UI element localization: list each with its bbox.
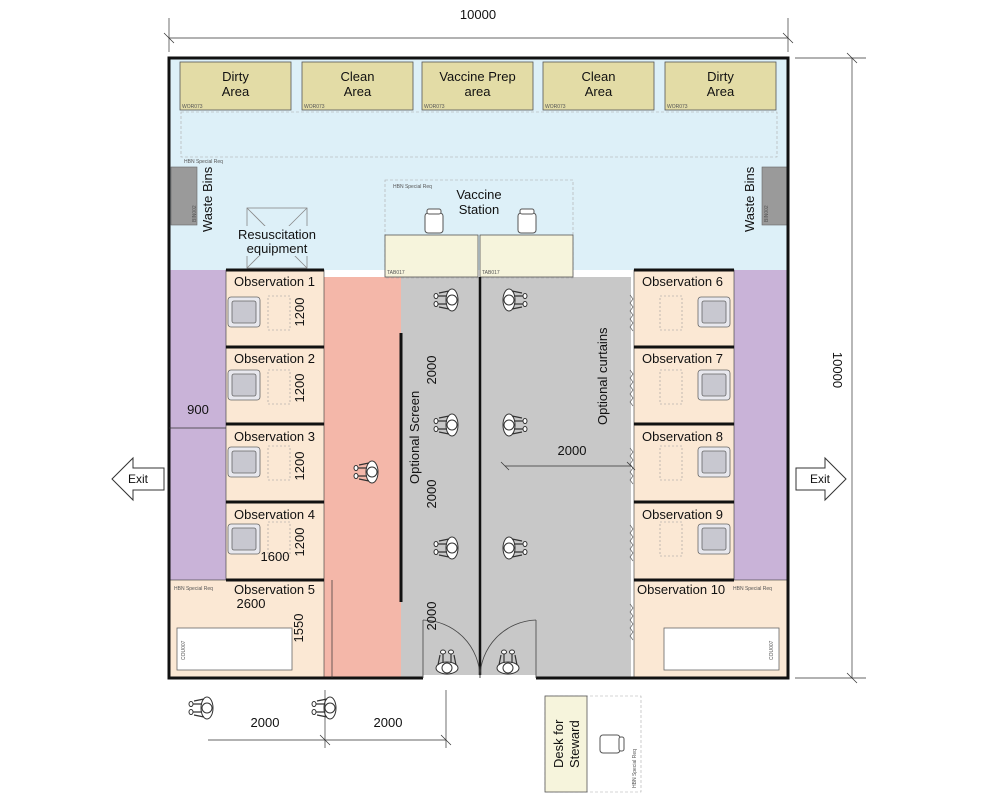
dim-obs-depth-3: 1200	[292, 452, 307, 481]
svg-text:Station: Station	[459, 202, 499, 217]
svg-text:Observation 5: Observation 5	[234, 582, 315, 597]
dim-outside-2: 2000	[374, 715, 403, 730]
svg-text:Steward: Steward	[567, 720, 582, 768]
observation-couches	[227, 296, 731, 555]
dim-obs-width: 1600	[261, 549, 290, 564]
svg-text:Observation 9: Observation 9	[642, 507, 723, 522]
hbn-zone-outline	[180, 111, 778, 158]
waste-bins-left-label: Waste Bins	[200, 166, 215, 232]
bench-label-line1: Vaccine Prep	[439, 69, 515, 84]
svg-text:HBN Special Req: HBN Special Req	[632, 749, 638, 788]
bench-label-line1: Dirty	[707, 69, 734, 84]
vaccine-station: HBN Special Req Vaccine Station TAB017 T…	[384, 179, 574, 279]
bench-label-line2: Area	[344, 84, 372, 99]
svg-text:Observation 8: Observation 8	[642, 429, 723, 444]
dim-overall-width: 10000	[460, 7, 496, 22]
hbn-label-obs5: HBN Special Req	[174, 586, 213, 592]
dim-screen-3: 2000	[424, 602, 439, 631]
bin-code-left: BIN002	[192, 205, 198, 222]
bed-observation-5	[176, 627, 293, 671]
corridor-left	[401, 277, 479, 678]
svg-text:equipment: equipment	[247, 241, 308, 256]
dim-obs5-width: 2600	[237, 596, 266, 611]
waste-bins-right-label: Waste Bins	[742, 166, 757, 232]
observation-partitions	[226, 268, 734, 582]
bench-label-line1: Clean	[582, 69, 616, 84]
exit-left: Exit	[111, 456, 165, 502]
entry-doors	[422, 619, 537, 679]
bench-code: WOR073	[424, 104, 445, 110]
bench-code: WOR073	[667, 104, 688, 110]
bench-label-line1: Dirty	[222, 69, 249, 84]
left-side-strip	[169, 270, 226, 580]
observation-titles: Observation 1 Observation 2 Observation …	[234, 274, 725, 597]
dim-obs-depth-2: 1200	[292, 374, 307, 403]
svg-text:TAB017: TAB017	[482, 270, 500, 276]
corridor-right	[481, 277, 631, 678]
entry-door-gap	[423, 675, 536, 681]
waste-bins-right-box	[761, 166, 789, 226]
optional-screen-label: Optional Screen	[407, 391, 422, 484]
bench-code: WOR073	[545, 104, 566, 110]
svg-text:Observation 6: Observation 6	[642, 274, 723, 289]
bench-code: WOR073	[304, 104, 325, 110]
svg-text:Vaccine: Vaccine	[456, 187, 501, 202]
svg-text:Resuscitation: Resuscitation	[238, 227, 316, 242]
bench-label-line1: Clean	[341, 69, 375, 84]
walkway-red	[324, 277, 401, 678]
svg-text:Desk for: Desk for	[551, 719, 566, 768]
hbn-label-top: HBN Special Req	[184, 159, 223, 165]
svg-text:Observation 2: Observation 2	[234, 351, 315, 366]
bed-observation-10	[663, 627, 780, 671]
svg-text:Observation 3: Observation 3	[234, 429, 315, 444]
dimension-labels: 10000 10000 900 2000 2000 2000 2000 1200…	[187, 7, 845, 730]
bin-code-right: BIN002	[764, 205, 770, 222]
bed-5-code: COU007	[181, 640, 187, 660]
right-side-strip	[734, 270, 788, 580]
dim-screen-1: 2000	[424, 356, 439, 385]
svg-text:Observation 7: Observation 7	[642, 351, 723, 366]
dim-side-margin: 900	[187, 402, 209, 417]
exit-right: Exit	[795, 456, 847, 502]
waste-bins-left-box	[170, 166, 198, 226]
svg-text:Exit: Exit	[810, 472, 831, 486]
svg-text:TAB017: TAB017	[387, 270, 405, 276]
svg-text:Exit: Exit	[128, 472, 149, 486]
svg-text:HBN Special Req: HBN Special Req	[393, 184, 432, 190]
dim-outside-1: 2000	[251, 715, 280, 730]
bed-10-code: COU007	[769, 640, 775, 660]
dim-overall-height: 10000	[830, 352, 845, 388]
dimension-lines	[163, 18, 866, 748]
dim-corridor-width: 2000	[558, 443, 587, 458]
bench-code: WOR073	[182, 104, 203, 110]
bench-label-line2: Area	[707, 84, 735, 99]
dim-obs5-depth: 1550	[291, 614, 306, 643]
bench-label-line2: Area	[222, 84, 250, 99]
steward-desk: Desk for Steward HBN Special Req	[544, 695, 642, 793]
dim-obs-depth-1: 1200	[292, 298, 307, 327]
bench-label-line2: area	[464, 84, 491, 99]
svg-text:Observation 1: Observation 1	[234, 274, 315, 289]
dim-obs-depth-4: 1200	[292, 528, 307, 557]
curtains	[629, 294, 634, 641]
svg-text:Observation 4: Observation 4	[234, 507, 315, 522]
resuscitation-equipment: Resuscitation equipment	[234, 207, 320, 269]
hbn-label-obs10: HBN Special Req	[733, 586, 772, 592]
optional-curtains-label: Optional curtains	[595, 327, 610, 425]
bench-label-line2: Area	[585, 84, 613, 99]
svg-text:Observation 10: Observation 10	[637, 582, 725, 597]
dim-screen-2: 2000	[424, 480, 439, 509]
